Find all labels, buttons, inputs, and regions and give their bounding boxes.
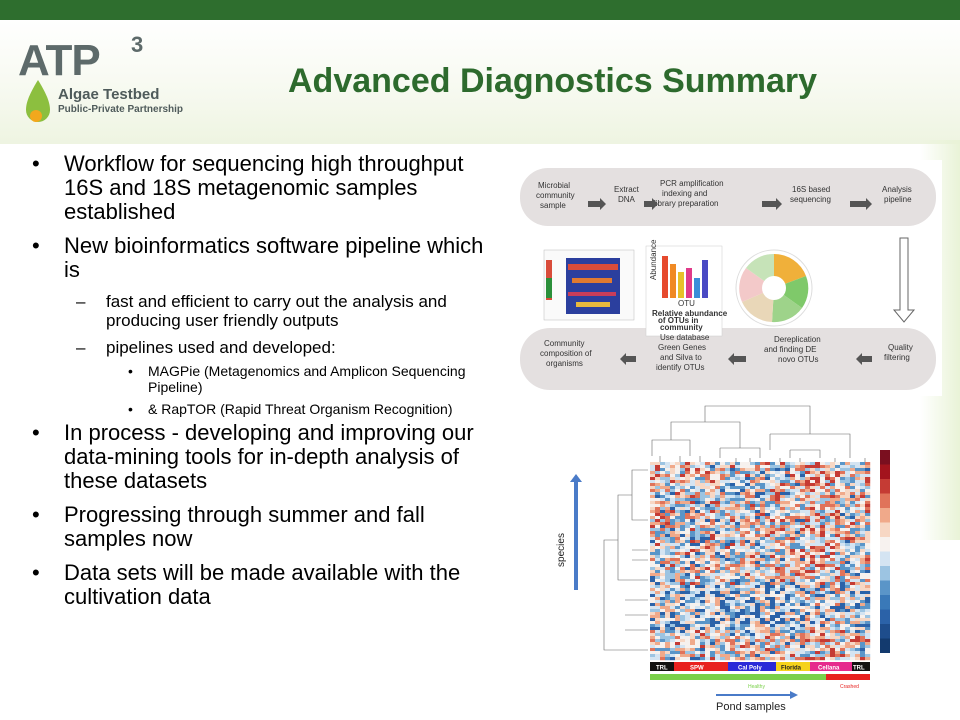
logo-superscript: 3 bbox=[131, 32, 144, 57]
mini-heatmap-thumbnail bbox=[543, 249, 635, 321]
group-label-trl: TRL bbox=[656, 666, 668, 672]
arrow-left-icon bbox=[620, 353, 636, 365]
bullet-list: Workflow for sequencing high throughput … bbox=[28, 152, 488, 619]
arrow-left-icon bbox=[856, 353, 872, 365]
arrow-left-icon bbox=[728, 353, 746, 365]
group-label-trl-2: TRL bbox=[853, 666, 865, 672]
krona-sunburst-chart bbox=[735, 249, 813, 327]
logo-subtagline: Public-Private Partnership bbox=[58, 104, 184, 115]
sub-bullet-pipelines: pipelines used and developed: bbox=[28, 338, 488, 357]
logo-text: ATP bbox=[18, 36, 101, 85]
bullet-progressing: Progressing through summer and fall samp… bbox=[28, 503, 488, 551]
slide-header bbox=[0, 20, 960, 144]
sub-sub-bullet-raptor: & RapTOR (Rapid Threat Organism Recognit… bbox=[28, 401, 488, 417]
group-label-cellana: Cellana bbox=[818, 666, 840, 672]
group-label-spw: SPW bbox=[690, 666, 704, 672]
bottom-arrows bbox=[620, 353, 872, 365]
top-bar bbox=[0, 0, 960, 20]
atp3-logo: ATP 3 Algae Testbed Public-Private Partn… bbox=[18, 32, 198, 122]
sub-sub-bullet-magpie: MAGPie (Metagenomics and Amplicon Sequen… bbox=[28, 363, 488, 395]
status-label-crashed: Crashed bbox=[840, 684, 859, 690]
arrow-up-icon bbox=[570, 474, 582, 590]
top-arrows bbox=[588, 198, 872, 210]
bullet-pipeline: New bioinformatics software pipeline whi… bbox=[28, 234, 488, 282]
arrow-right-icon bbox=[588, 198, 606, 210]
sub-bullet-fast: fast and efficient to carry out the anal… bbox=[28, 292, 488, 330]
logo-tagline: Algae Testbed bbox=[58, 86, 160, 103]
column-dendrogram bbox=[651, 405, 866, 462]
drop-icon bbox=[26, 80, 50, 122]
arrow-right-icon bbox=[716, 691, 798, 699]
bar-y-label: Abundance bbox=[649, 239, 658, 280]
row-dendrogram bbox=[603, 469, 648, 651]
bullet-in-process: In process - developing and improving ou… bbox=[28, 421, 488, 493]
bullet-datasets: Data sets will be made available with th… bbox=[28, 561, 488, 609]
heatmap-x-label: Pond samples bbox=[716, 701, 786, 713]
arrow-right-icon bbox=[762, 198, 782, 210]
status-bar: Healthy Crashed bbox=[650, 674, 870, 690]
slide-title: Advanced Diagnostics Summary bbox=[288, 62, 818, 100]
heatmap-cells bbox=[650, 462, 871, 661]
arrow-right-icon bbox=[644, 198, 658, 210]
color-scale-bar bbox=[880, 450, 890, 653]
bullet-workflow: Workflow for sequencing high throughput … bbox=[28, 152, 488, 224]
group-label-florida: Florida bbox=[781, 666, 802, 672]
arrow-right-icon bbox=[850, 198, 872, 210]
top-flow-band bbox=[520, 168, 936, 226]
sample-group-bar: TRL SPW Cal Poly Florida Cellana TRL bbox=[650, 662, 870, 672]
heatmap-y-label: species bbox=[556, 533, 567, 567]
species-heatmap: species TRL SPW Cal Poly Florida Cellana… bbox=[556, 405, 890, 713]
arrow-down-icon bbox=[892, 237, 916, 323]
status-label-healthy: Healthy bbox=[748, 684, 765, 690]
bar-x-label: OTU bbox=[678, 299, 695, 308]
group-label-cal-poly: Cal Poly bbox=[738, 666, 762, 672]
